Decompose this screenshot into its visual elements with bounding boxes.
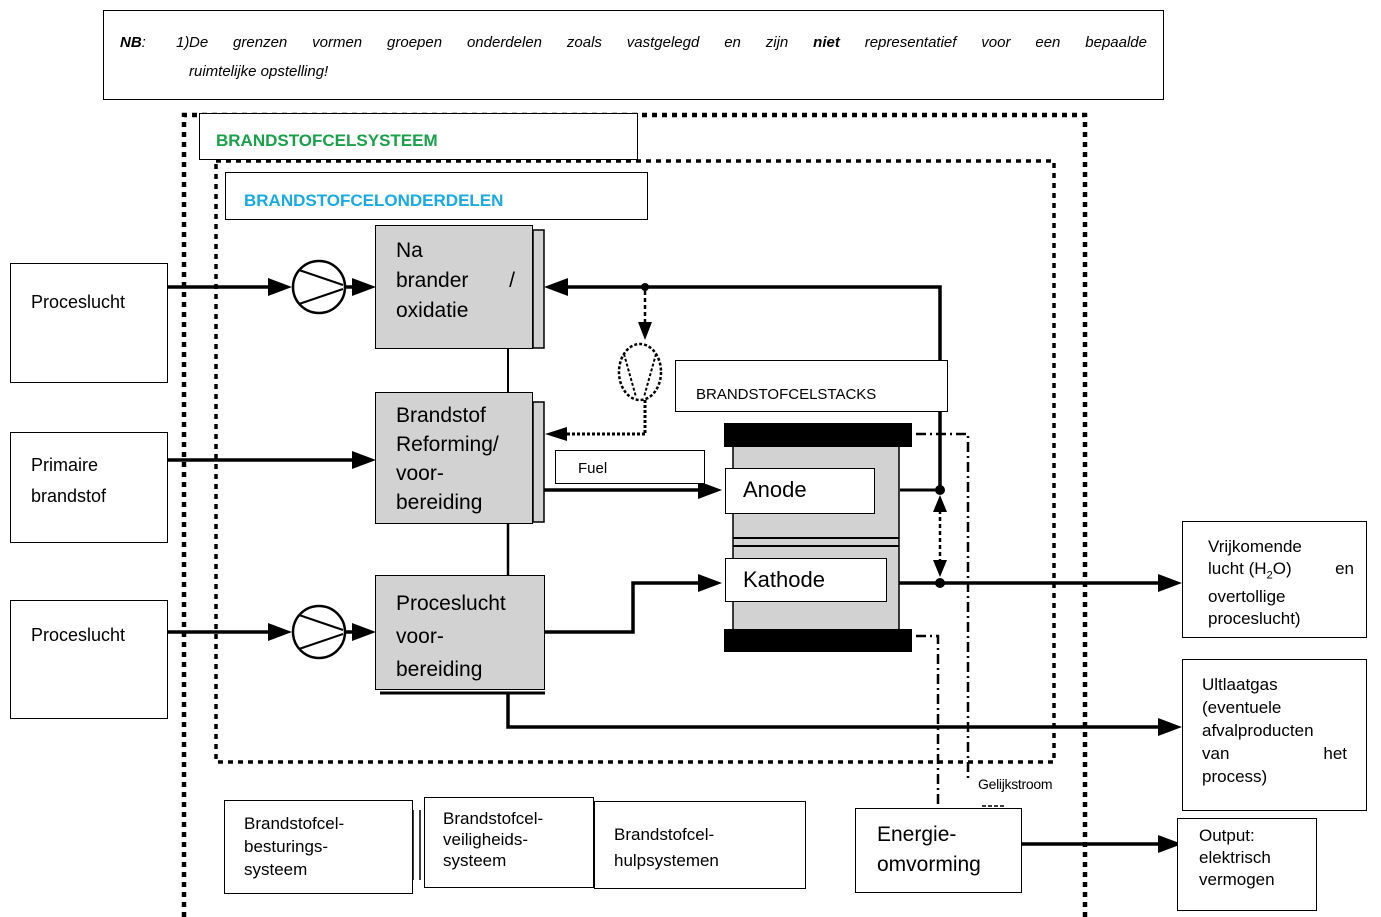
output-exhaust-line-2: (eventuele [1202,698,1282,717]
fuel-tag: Fuel [555,450,705,484]
note-text-bold: niet [813,34,840,51]
reformer-line-1: Brandstof [396,404,486,427]
burner-line-2a: brander [396,269,469,292]
input-air-2: Proceslucht [10,600,168,719]
reformer-line-4: bereiding [396,491,483,514]
output-exhaust-line-5: process) [1202,767,1268,786]
note-prefix: NB [120,34,142,51]
burner-line-1: Na [396,239,423,262]
output-air-line-2a: lucht (H2O) [1208,559,1292,582]
anode-label: Anode [743,477,807,502]
output-exhaust: Ultlaatgas (eventuele afvalproducten van… [1182,659,1367,811]
air-input-line-1 [168,278,376,296]
note-text-before: De grenzen vormen groepen onderdelen zoa… [189,34,789,51]
control-line-1: Brandstofcel- [244,814,345,833]
airprep-block: Proceslucht voor- bereiding [375,575,545,690]
note-line-2: ruimtelijke opstelling! [189,63,329,80]
output-air-line-2b: en [1335,559,1354,578]
fuel-line [544,481,722,499]
fuel-cell-stack [724,423,912,652]
conversion-line-1: Energie- [877,823,957,846]
note-colon: : [141,34,146,51]
burner-line-3: oxidatie [396,299,469,322]
input-fuel: Primaire brandstof [10,432,168,543]
output-power: Output: elektrisch vermogen [1177,818,1317,911]
input-fuel-line-2: brandstof [31,486,107,506]
safety-system-box: Brandstofcel- veiligheids- systeem [424,797,594,888]
pump-icon-2 [291,604,347,660]
control-line-3: systeem [244,860,308,879]
fuel-tag-label: Fuel [578,460,608,477]
input-air-2-label: Proceslucht [31,625,126,645]
parts-label-box [225,172,648,220]
note-box: NB: 1) De grenzen vormen groepen onderde… [103,10,1164,100]
output-air: Vrijkomende lucht (H2O) en overtollige p… [1182,521,1367,638]
output-power-line-1: Output: [1199,826,1255,845]
air-input-line-2 [168,623,376,641]
output-exhaust-line-3: afvalproducten [1202,721,1314,740]
air-line [544,574,722,634]
control-line-2: besturings- [244,837,329,856]
input-fuel-line-1: Primaire [31,455,99,475]
input-air-1-label: Proceslucht [31,292,126,312]
cathode-label: Kathode [743,567,825,592]
output-exhaust-line-4: van het [1202,742,1347,765]
output-air-line-4: proceslucht) [1208,609,1301,629]
return-line [544,278,942,490]
cathode-box: Kathode [725,558,887,602]
note-number: 1) [176,34,190,51]
system-label: BRANDSTOFCELSYSTEEM [216,131,438,150]
aux-line-1: Brandstofcel- [614,825,715,844]
pump-icon-1 [291,259,347,315]
conversion-line-2: omvorming [877,853,981,876]
input-air-1: Proceslucht [10,263,168,383]
note-text-after: representatief voor een bepaalde [864,34,1147,51]
safety-line-2: veiligheids- [443,830,529,849]
anode-box: Anode [725,468,875,514]
output-power-line-3: vermogen [1199,870,1275,889]
air-output-line [888,574,1182,592]
fuel-input-line [168,451,376,469]
output-air-line-2: lucht (H2O) en [1208,558,1354,586]
parts-label: BRANDSTOFCELONDERDELEN [244,191,504,210]
note-line-1: NB: 1) De grenzen vormen groepen onderde… [120,28,1147,57]
aux-line-2: hulpsystemen [614,851,719,870]
dc-label: Gelijkstroom [978,776,1053,792]
safety-line-3: systeem [443,851,507,870]
stacks-label: BRANDSTOFCELSTACKS [696,386,877,403]
output-exhaust-line-4a: van [1202,744,1230,763]
output-exhaust-line-1: Ultlaatgas [1202,675,1278,694]
burner-line-2: brander / [396,266,515,296]
stacks-label-box [675,360,948,412]
reformer-block: Brandstof Reforming/ voor- bereiding [375,392,533,524]
aux-system-box: Brandstofcel- hulpsystemen [594,801,806,889]
exhaust-line [506,692,1182,736]
airprep-line-2: voor- [396,625,444,648]
system-boundary [181,112,1088,917]
reformer-line-3: voor- [396,462,444,485]
burner-block: Na brander / oxidatie [375,225,533,349]
conversion-box: Energie- omvorming [855,808,1022,893]
output-air-line-1: Vrijkomende [1208,537,1302,556]
control-system-box: Brandstofcel- besturings- systeem [224,800,413,894]
system-label-box [199,113,638,160]
burner-line-2b: / [509,269,515,292]
reformer-line-2: Reforming/ [396,433,499,456]
output-exhaust-line-4b: het [1323,744,1347,763]
output-air-line-3: overtollige [1208,587,1286,607]
recirculation-pump-icon [617,342,663,402]
power-output-line [1022,835,1182,853]
output-power-line-2: elektrisch [1199,848,1271,867]
safety-line-1: Brandstofcel- [443,809,544,828]
dc-lines [916,432,1006,808]
airprep-line-1: Proceslucht [396,592,506,615]
airprep-line-3: bereiding [396,658,483,681]
